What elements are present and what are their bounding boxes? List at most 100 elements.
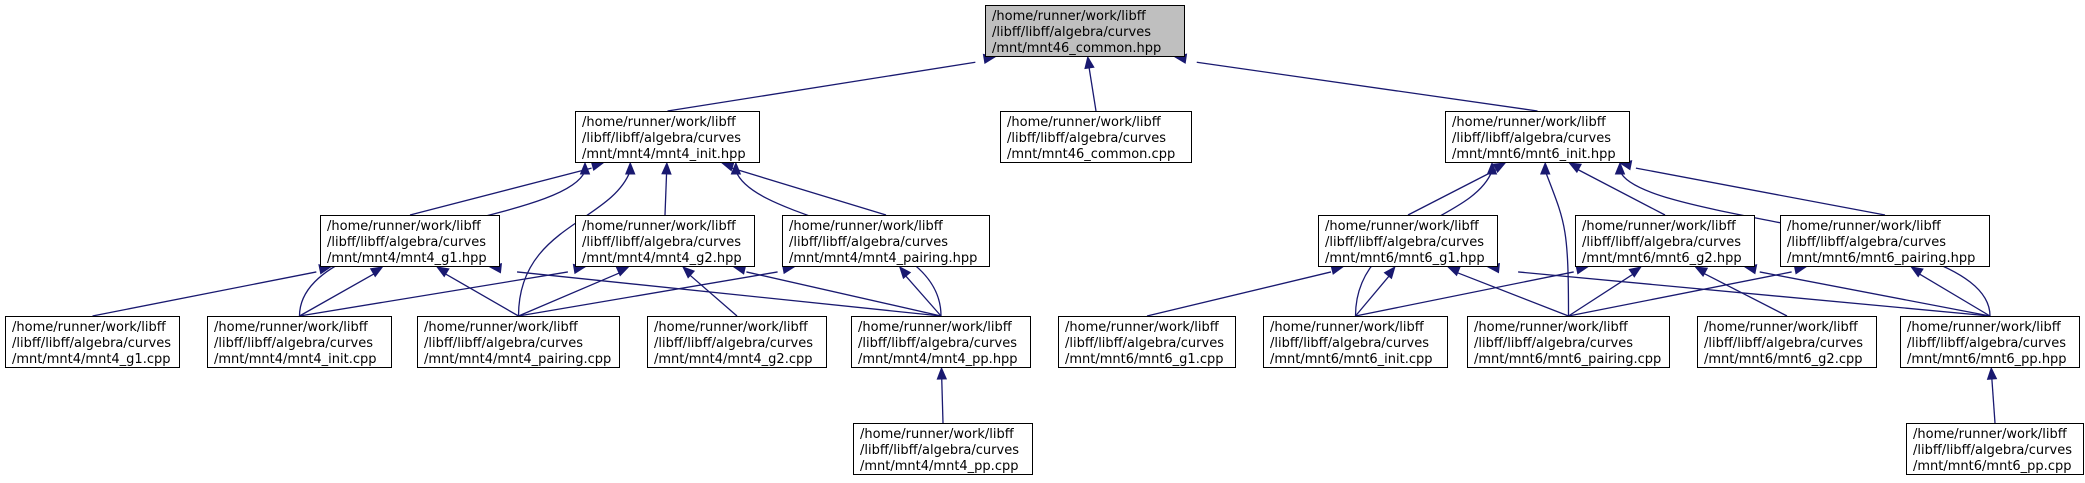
dependency-edge bbox=[1635, 167, 1886, 216]
node-mnt6-pairing-hpp[interactable]: /home/runner/work/libff/libff/libff/alge… bbox=[1780, 215, 1990, 267]
arrowhead-icon bbox=[1486, 161, 1498, 175]
dependency-edge bbox=[1759, 271, 1991, 317]
node-label-line: /libff/libff/algebra/curves bbox=[424, 336, 583, 351]
arrowhead-icon bbox=[720, 161, 735, 172]
node-mnt46-common-hpp[interactable]: /home/runner/work/libff/libff/libff/alge… bbox=[985, 5, 1185, 57]
node-label-line: /home/runner/work/libff bbox=[654, 320, 808, 335]
dependency-edge bbox=[441, 271, 519, 317]
node-label-line: /home/runner/work/libff bbox=[1270, 320, 1424, 335]
arrowhead-icon bbox=[730, 161, 742, 175]
node-label-line: /home/runner/work/libff bbox=[1907, 320, 2061, 335]
node-label-line: /mnt/mnt46_common.hpp bbox=[992, 41, 1162, 56]
node-label-line: /home/runner/work/libff bbox=[1913, 427, 2067, 442]
node-label-line: /home/runner/work/libff bbox=[582, 219, 736, 234]
node-label-line: /libff/libff/algebra/curves bbox=[582, 131, 741, 146]
dependency-edge bbox=[667, 61, 976, 112]
node-label-line: /libff/libff/algebra/curves bbox=[860, 443, 1019, 458]
arrowhead-icon bbox=[661, 161, 672, 175]
node-mnt6-init-hpp[interactable]: /home/runner/work/libff/libff/libff/alge… bbox=[1445, 111, 1630, 163]
dependency-edge bbox=[1455, 271, 1569, 317]
dependency-edge bbox=[1700, 271, 1788, 317]
node-label-line: /mnt/mnt6/mnt6_init.cpp bbox=[1270, 352, 1433, 367]
node-label-line: /libff/libff/algebra/curves bbox=[327, 235, 486, 250]
node-label-line: /home/runner/work/libff bbox=[860, 427, 1014, 442]
node-mnt4-pp-hpp[interactable]: /home/runner/work/libff/libff/libff/alge… bbox=[851, 316, 1031, 368]
dependency-edge bbox=[516, 271, 942, 317]
dependency-edge bbox=[409, 167, 592, 216]
node-mnt4-g2-cpp[interactable]: /home/runner/work/libff/libff/libff/alge… bbox=[647, 316, 827, 368]
node-label-line: /mnt/mnt4/mnt4_pairing.cpp bbox=[424, 352, 612, 367]
dependency-edge bbox=[1990, 373, 1996, 424]
node-mnt6-pp-hpp[interactable]: /home/runner/work/libff/libff/libff/alge… bbox=[1900, 316, 2080, 368]
arrowhead-icon bbox=[1446, 266, 1461, 277]
dependency-edge bbox=[518, 271, 623, 317]
node-label-line: /home/runner/work/libff bbox=[789, 219, 943, 234]
node-mnt4-g2-hpp[interactable]: /home/runner/work/libff/libff/libff/alge… bbox=[575, 215, 755, 267]
dependency-edge bbox=[1407, 167, 1500, 216]
node-label-line: /libff/libff/algebra/curves bbox=[1787, 235, 1946, 250]
node-mnt6-g2-hpp[interactable]: /home/runner/work/libff/libff/libff/alge… bbox=[1575, 215, 1755, 267]
arrowhead-icon bbox=[1628, 266, 1642, 278]
node-mnt4-pairing-cpp[interactable]: /home/runner/work/libff/libff/libff/alge… bbox=[417, 316, 620, 368]
node-label-line: /mnt/mnt4/mnt4_pp.hpp bbox=[858, 352, 1018, 367]
node-mnt6-init-cpp[interactable]: /home/runner/work/libff/libff/libff/alge… bbox=[1263, 316, 1448, 368]
node-mnt4-pairing-hpp[interactable]: /home/runner/work/libff/libff/libff/alge… bbox=[782, 215, 990, 267]
node-label-line: /libff/libff/algebra/curves bbox=[858, 336, 1017, 351]
node-mnt6-g1-hpp[interactable]: /home/runner/work/libff/libff/libff/alge… bbox=[1318, 215, 1498, 267]
node-label-line: /home/runner/work/libff bbox=[1474, 320, 1628, 335]
node-mnt6-g2-cpp[interactable]: /home/runner/work/libff/libff/libff/alge… bbox=[1697, 316, 1877, 368]
node-mnt4-g1-cpp[interactable]: /home/runner/work/libff/libff/libff/alge… bbox=[5, 316, 180, 368]
node-mnt6-pairing-cpp[interactable]: /home/runner/work/libff/libff/libff/alge… bbox=[1467, 316, 1670, 368]
node-mnt4-init-hpp[interactable]: /home/runner/work/libff/libff/libff/alge… bbox=[575, 111, 760, 163]
dependency-edge bbox=[1544, 170, 1570, 317]
node-label-line: /home/runner/work/libff bbox=[424, 320, 578, 335]
arrowhead-icon bbox=[1910, 266, 1924, 278]
node-label-line: /libff/libff/algebra/curves bbox=[1065, 336, 1224, 351]
dependency-edge bbox=[746, 271, 942, 317]
node-label-line: /home/runner/work/libff bbox=[1007, 115, 1161, 130]
node-label-line: /libff/libff/algebra/curves bbox=[1007, 131, 1166, 146]
node-mnt4-init-cpp[interactable]: /home/runner/work/libff/libff/libff/alge… bbox=[207, 316, 392, 368]
arrowhead-icon bbox=[625, 161, 636, 175]
dependency-edge bbox=[940, 373, 944, 424]
dependency-edge bbox=[1355, 271, 1394, 317]
node-label-line: /mnt/mnt4/mnt4_g2.hpp bbox=[582, 251, 742, 266]
dependency-edge bbox=[299, 271, 378, 317]
node-label-line: /mnt/mnt6/mnt6_init.hpp bbox=[1452, 147, 1616, 162]
node-mnt6-g1-cpp[interactable]: /home/runner/work/libff/libff/libff/alge… bbox=[1058, 316, 1236, 368]
node-label-line: /mnt/mnt6/mnt6_pairing.cpp bbox=[1474, 352, 1662, 367]
arrowhead-icon bbox=[898, 265, 912, 280]
node-mnt4-g1-hpp[interactable]: /home/runner/work/libff/libff/libff/alge… bbox=[320, 215, 500, 267]
arrowhead-icon bbox=[1694, 266, 1709, 278]
node-label-line: /libff/libff/algebra/curves bbox=[1907, 336, 2066, 351]
arrowhead-icon bbox=[1540, 161, 1551, 175]
node-label-line: /mnt/mnt6/mnt6_g1.hpp bbox=[1325, 251, 1485, 266]
node-mnt46-common-cpp[interactable]: /home/runner/work/libff/libff/libff/alge… bbox=[1000, 111, 1192, 163]
arrowhead-icon bbox=[1614, 161, 1626, 175]
arrowhead-icon bbox=[1568, 162, 1582, 174]
node-label-line: /mnt/mnt4/mnt4_pairing.hpp bbox=[789, 251, 978, 266]
dependency-edge bbox=[1915, 271, 1991, 317]
arrowhead-icon bbox=[936, 366, 948, 380]
node-label-line: /mnt/mnt4/mnt4_g1.cpp bbox=[12, 352, 171, 367]
arrowhead-icon bbox=[579, 161, 591, 175]
node-label-line: /libff/libff/algebra/curves bbox=[1582, 235, 1741, 250]
node-label-line: /home/runner/work/libff bbox=[582, 115, 736, 130]
dependency-edge bbox=[1568, 271, 1637, 317]
node-label-line: /home/runner/work/libff bbox=[1452, 115, 1606, 130]
node-label-line: /home/runner/work/libff bbox=[1325, 219, 1479, 234]
node-mnt4-pp-cpp[interactable]: /home/runner/work/libff/libff/libff/alge… bbox=[853, 423, 1033, 475]
arrowhead-icon bbox=[682, 266, 696, 279]
node-mnt6-pp-cpp[interactable]: /home/runner/work/libff/libff/libff/alge… bbox=[1906, 423, 2084, 475]
dependency-edge bbox=[664, 168, 668, 216]
dependency-edge bbox=[92, 271, 317, 317]
arrowhead-icon bbox=[1492, 162, 1507, 174]
node-label-line: /home/runner/work/libff bbox=[992, 9, 1146, 24]
arrowhead-icon bbox=[615, 266, 630, 277]
dependency-edge bbox=[299, 271, 568, 317]
dependency-edge bbox=[731, 167, 887, 216]
node-label-line: /home/runner/work/libff bbox=[1582, 219, 1736, 234]
node-label-line: /mnt/mnt6/mnt6_g2.hpp bbox=[1582, 251, 1742, 266]
node-label-line: /libff/libff/algebra/curves bbox=[1704, 336, 1863, 351]
